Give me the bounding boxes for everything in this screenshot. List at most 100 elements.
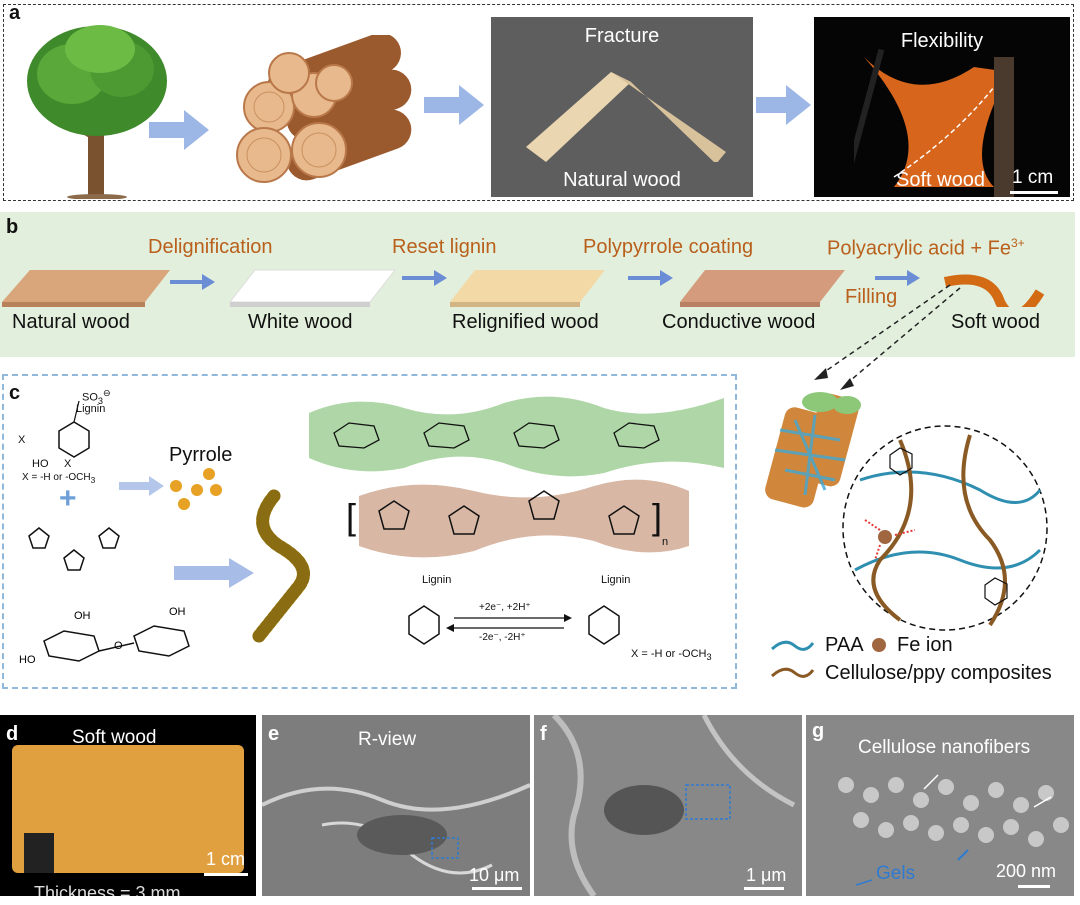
ho-label-1: HO [32, 458, 49, 470]
scale-bar-g [1018, 885, 1050, 888]
scale-bar-e [472, 887, 522, 890]
forward-reaction: +2e⁻, +2H⁺ [479, 602, 531, 613]
lignin-label-2: Lignin [422, 574, 452, 586]
sem-image-f [534, 715, 802, 896]
scale-bar-d [204, 873, 248, 876]
wood-fracture-image [526, 72, 726, 162]
soft-wood-title: Soft wood [72, 727, 157, 748]
panel-e: e R-view 10 μm [262, 715, 530, 896]
paa-legend-label: PAA [825, 634, 864, 656]
cellulose-backbone-band [309, 396, 724, 477]
lignin-label-3: Lignin [601, 574, 631, 586]
svg-text:HO: HO [19, 654, 36, 666]
zoom-arrows [814, 284, 961, 390]
repeat-n: n [662, 536, 669, 548]
step-paa-fe: Polyacrylic acid + Fe3+ [827, 236, 1025, 260]
step-polypyrrole-coating: Polypyrrole coating [583, 236, 754, 258]
holder-object [24, 833, 54, 873]
scale-label-e: 10 μm [469, 865, 520, 885]
r-view-title: R-view [358, 729, 417, 750]
stage-white-wood: White wood [248, 311, 353, 333]
panel-label-c: c [9, 382, 21, 404]
svg-text:O: O [114, 640, 123, 652]
scale-label-a: 1 cm [1012, 167, 1054, 188]
arrow-icon [875, 270, 920, 286]
fracture-title: Fracture [584, 25, 660, 47]
arrow-icon [424, 85, 484, 125]
x-label-1: X [18, 434, 26, 446]
panel-label-b: b [6, 216, 19, 238]
panel-d: d Soft wood 1 cm Thickness = 3 mm [0, 715, 256, 896]
scale-label-d: 1 cm [206, 849, 246, 869]
soft-wood-bent-image [854, 48, 1014, 197]
lignin-redox-structures [408, 605, 620, 645]
panel-label-a: a [9, 2, 21, 24]
svg-text:OH: OH [169, 606, 186, 618]
x-note-2: X = -H or -OCH3 [631, 648, 712, 663]
arrow-icon [149, 110, 209, 150]
thickness-label: Thickness = 3 mm [34, 883, 181, 896]
gels-label: Gels [876, 863, 916, 884]
cellulose-legend-label: Cellulose/ppy composites [825, 662, 1052, 684]
stage-natural-wood: Natural wood [12, 311, 130, 333]
step-filling: Filling [845, 286, 898, 308]
flexibility-photo: Flexibility Soft wood 1 cm [814, 17, 1070, 197]
polypyrrole-band [359, 479, 689, 558]
cellulose-structure: OH OH HO O [19, 606, 190, 666]
natural-wood-caption: Natural wood [563, 169, 681, 191]
scale-bar-a [1010, 191, 1058, 194]
scale-label-g: 200 nm [996, 861, 1057, 881]
lignin-structure [58, 400, 90, 458]
stage-conductive-wood: Conductive wood [662, 311, 816, 333]
fe-ion-legend-label: Fe ion [897, 634, 953, 656]
reverse-reaction: -2e⁻, -2H⁺ [479, 632, 526, 643]
panel-a: a Fracture [3, 2, 1074, 201]
panel-label-f: f [540, 723, 547, 745]
stage-relignified-wood: Relignified wood [452, 311, 599, 333]
cellulose-nanofibers-label: Cellulose nanofibers [858, 737, 1031, 758]
panel-label-e: e [268, 723, 280, 745]
panel-b: b Delignification Reset lignin Polypyrro… [0, 212, 1075, 357]
tree-illustration [27, 25, 167, 199]
pyrrole-label: Pyrrole [169, 444, 233, 466]
scale-bar-f [744, 887, 784, 890]
arrow-icon [174, 558, 254, 588]
step-delignification: Delignification [148, 236, 273, 258]
sem-image-e [262, 715, 530, 896]
arrow-icon [756, 85, 811, 125]
x-note-1: X = -H or -OCH3 [22, 472, 96, 485]
panel-c: c SO3⊖ Lignin X X HO X = -H or -OCH3 + O… [2, 374, 737, 689]
lignin-label-1: Lignin [76, 403, 106, 415]
wood-slabs [2, 269, 1045, 307]
bracket-left: [ [346, 496, 357, 537]
stage-soft-wood: Soft wood [951, 311, 1040, 333]
paa-legend-line [770, 640, 815, 651]
logs-illustration [236, 35, 412, 183]
svg-text:OH: OH [74, 610, 91, 622]
panel-f: f 1 μm [534, 715, 802, 896]
sem-image-g [806, 715, 1074, 896]
panel-g: g Cellulose nanofibers Gels 200 nm [806, 715, 1074, 896]
arrow-icon [402, 270, 447, 286]
arrow-icon [628, 270, 673, 286]
soft-wood-caption: Soft wood [896, 169, 985, 191]
scale-label-f: 1 μm [746, 865, 787, 885]
plus-icon: + [59, 482, 77, 515]
panel-label-g: g [812, 720, 825, 742]
fiber-bundle-illustration [765, 392, 861, 508]
flexibility-title: Flexibility [900, 30, 984, 52]
pyrrole-particles [170, 468, 222, 510]
fracture-photo: Fracture Natural wood [491, 17, 753, 197]
x-label-2: X [64, 458, 72, 470]
so3-label: SO3⊖ [82, 388, 111, 406]
arrow-icon [119, 476, 164, 496]
polypyrrole-chain [252, 489, 310, 643]
cellulose-legend-line [770, 667, 815, 678]
panel-label-d: d [6, 723, 19, 745]
step-reset-lignin: Reset lignin [392, 236, 497, 258]
bracket-right: ] [652, 496, 663, 537]
pyrrole-monomers [28, 527, 120, 571]
arrow-icon [170, 274, 215, 290]
molecular-detail-circle [842, 425, 1048, 631]
fe-ion-legend-dot [872, 638, 886, 652]
